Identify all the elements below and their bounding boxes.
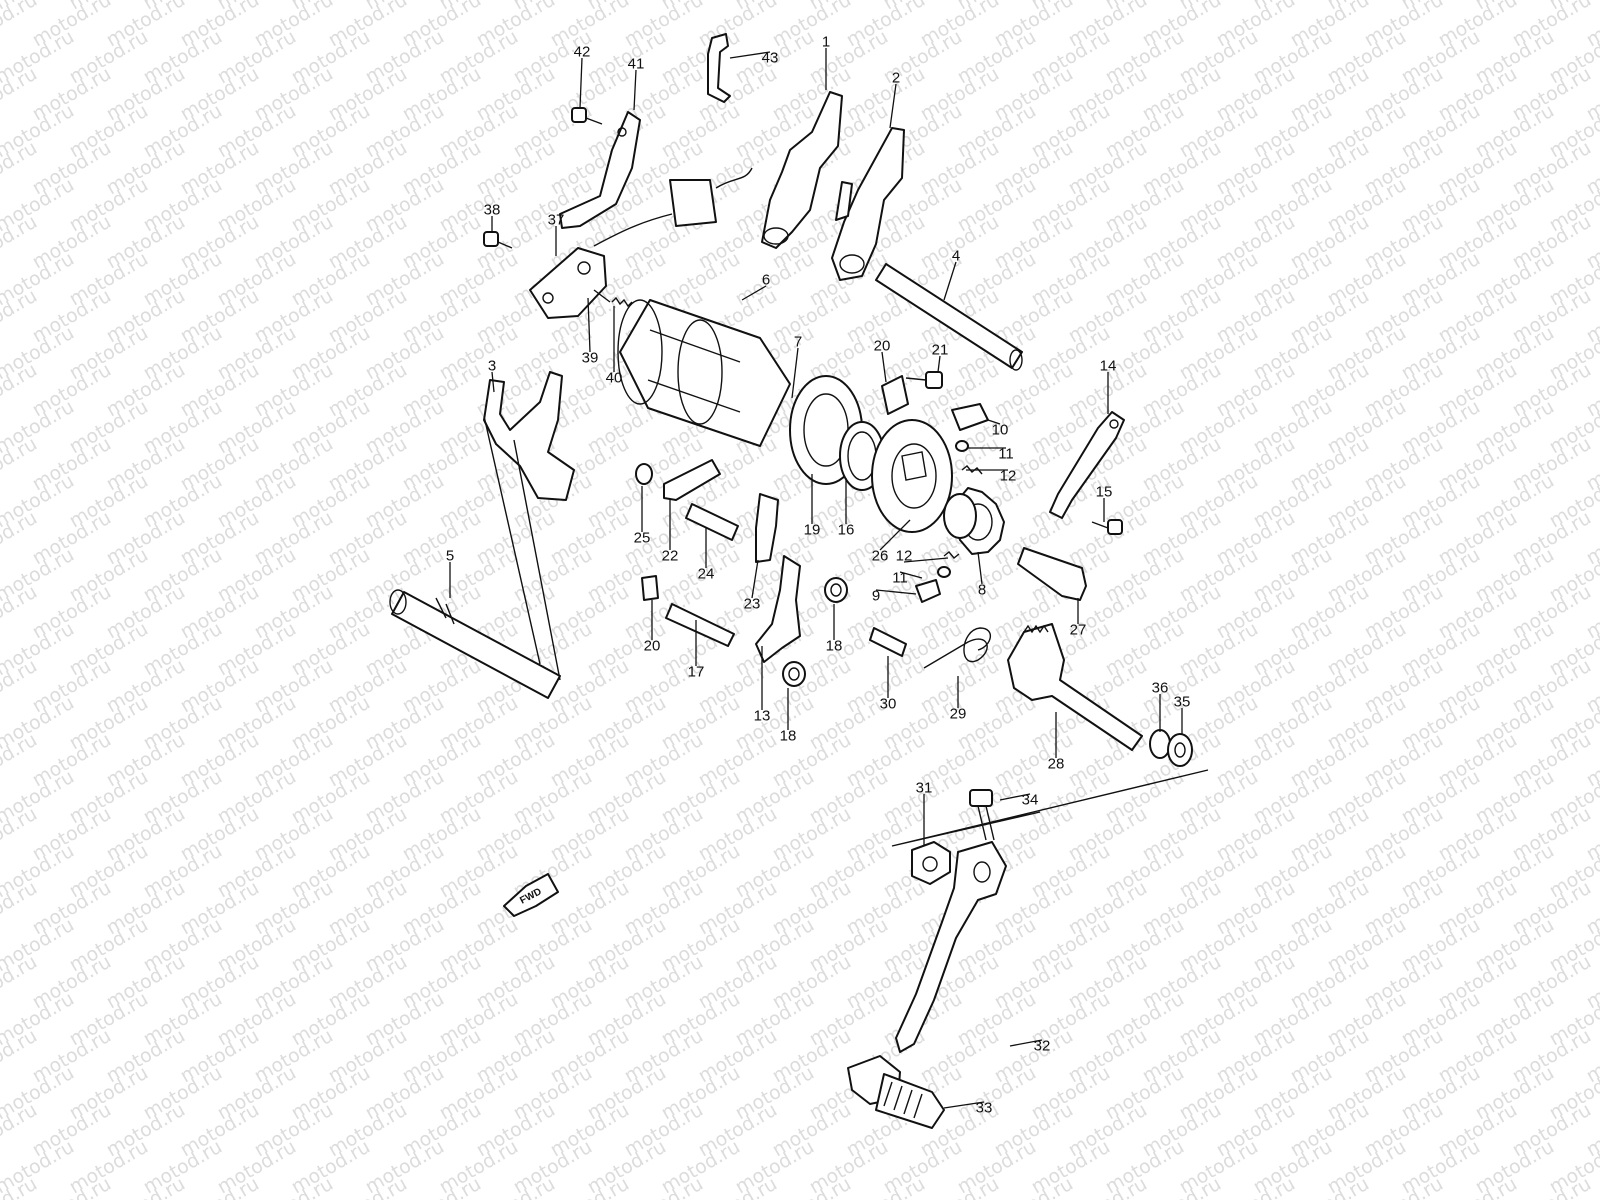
- callout-number: 36: [1152, 680, 1169, 697]
- callout-number: 43: [762, 50, 779, 67]
- callout-number: 26: [872, 548, 889, 565]
- callout-number: 37: [548, 212, 565, 229]
- callout-number: 3: [488, 358, 496, 375]
- callout-number: 27: [1070, 622, 1087, 639]
- callout-10: 10: [987, 419, 1009, 439]
- callout-number: 11: [892, 570, 908, 587]
- callout-number: 41: [628, 56, 645, 73]
- callout-number: 34: [1022, 792, 1039, 809]
- callout-number: 28: [1048, 756, 1065, 773]
- callout-number: 2: [892, 70, 900, 87]
- callout-number: 29: [950, 706, 967, 723]
- callout-number: 19: [804, 522, 821, 539]
- cam-plate-part: [871, 419, 953, 533]
- callout-number: 5: [446, 548, 454, 565]
- callout-number: 35: [1174, 694, 1191, 711]
- callout-number: 18: [780, 728, 797, 745]
- callout-number: 10: [992, 422, 1009, 439]
- callout-number: 38: [484, 202, 501, 219]
- callout-number: 24: [698, 566, 715, 583]
- callout-number: 33: [976, 1100, 993, 1117]
- sensor-part: [669, 179, 717, 227]
- callout-number: 15: [1096, 484, 1113, 501]
- callout-number: 12: [1000, 468, 1017, 485]
- callout-number: 16: [838, 522, 855, 539]
- callout-number: 12: [896, 548, 913, 565]
- callout-number: 42: [574, 44, 591, 61]
- callout-number: 25: [634, 530, 651, 547]
- callout-number: 32: [1034, 1038, 1051, 1055]
- callout-21: 21: [932, 342, 949, 373]
- callout-number: 4: [952, 248, 960, 265]
- callout-number: 17: [688, 664, 705, 681]
- callout-number: 31: [916, 780, 933, 797]
- callout-number: 1: [822, 34, 830, 51]
- callout-number: 6: [762, 272, 770, 289]
- callout-number: 8: [978, 582, 986, 599]
- callout-number: 13: [754, 708, 771, 725]
- callout-number: 20: [874, 338, 891, 355]
- callout-38: 38: [484, 202, 501, 232]
- callout-number: 22: [662, 548, 679, 565]
- callout-number: 9: [872, 588, 880, 605]
- callout-number: 30: [880, 696, 897, 713]
- callout-number: 23: [744, 596, 761, 613]
- callout-number: 18: [826, 638, 843, 655]
- callout-number: 14: [1100, 358, 1117, 375]
- callout-number: 40: [606, 370, 623, 387]
- callout-number: 21: [932, 342, 949, 359]
- bolt-part: [571, 107, 587, 123]
- callout-number: 7: [794, 334, 802, 351]
- callout-number: 11: [998, 446, 1014, 463]
- callout-number: 20: [644, 638, 661, 655]
- callout-number: 39: [582, 350, 599, 367]
